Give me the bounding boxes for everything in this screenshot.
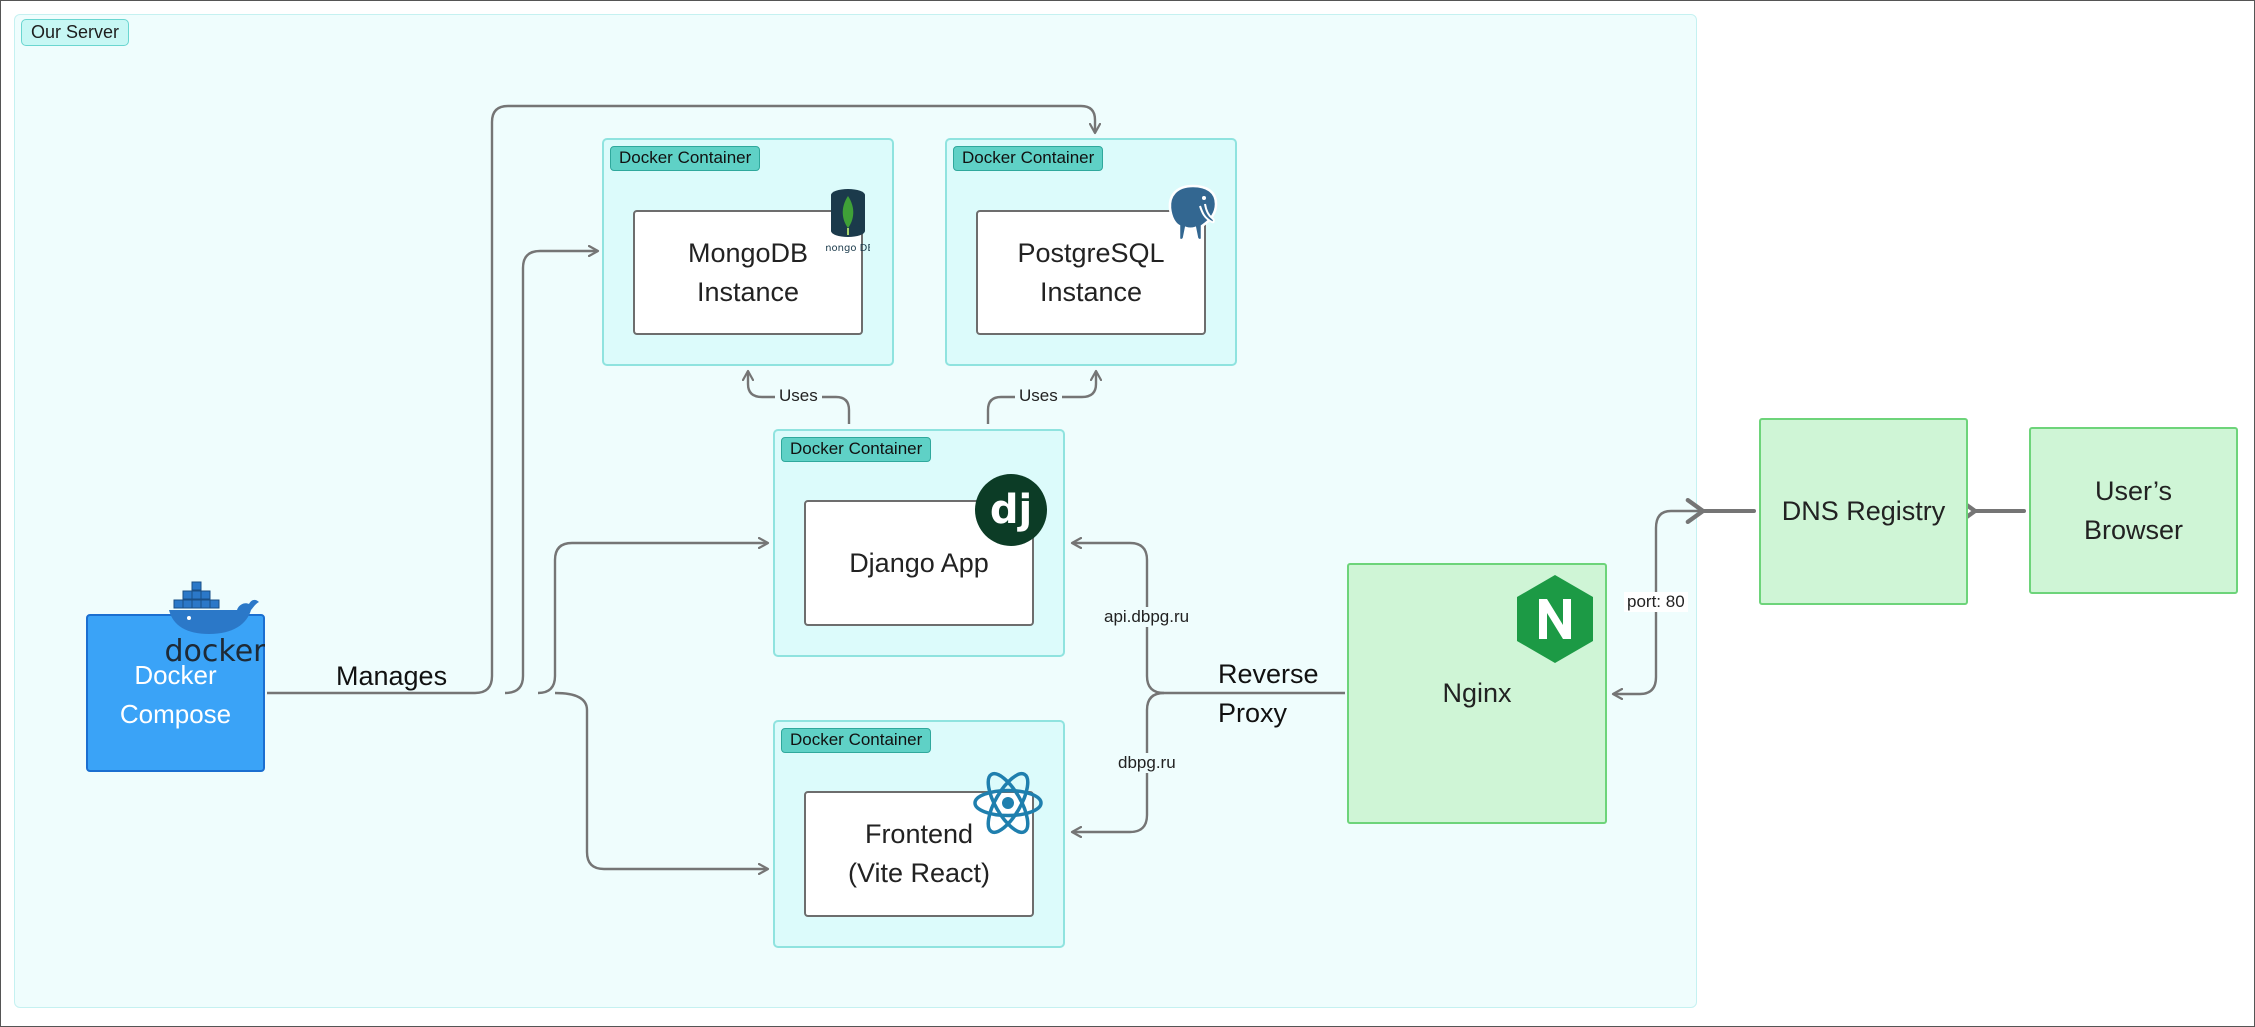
arrow-nginx-to-frontend <box>1072 691 1165 832</box>
arrow-compose-to-postgres <box>474 104 1095 695</box>
django-icon-text: dj <box>990 487 1032 533</box>
container-tag: Docker Container <box>781 437 932 462</box>
docker-wordmark: docker <box>165 634 265 664</box>
nginx-label: Nginx <box>1442 678 1512 708</box>
browser-label-line2: Browser <box>2083 514 2184 545</box>
docker-whale-icon: docker <box>165 581 265 664</box>
mongodb-label-line2: Instance <box>696 276 800 307</box>
frontend-node[interactable]: Frontend (Vite React) <box>804 791 1034 917</box>
container-tag: Docker Container <box>953 146 1104 171</box>
browser-label-line1: User’s <box>2094 475 2173 506</box>
web-domain-label: dbpg.ru <box>1114 753 1180 773</box>
docker-compose-line1: Docker <box>134 660 217 690</box>
frontend-label-line1: Frontend <box>864 819 974 849</box>
postgresql-instance-node[interactable]: PostgreSQL Instance <box>976 210 1206 335</box>
docker-compose-line2: Compose <box>119 699 232 729</box>
django-label: Django App <box>849 547 989 578</box>
mongodb-label-line1: MongoDB <box>687 237 809 268</box>
container-tag: Docker Container <box>781 728 932 753</box>
server-zone-label: Our Server <box>21 19 130 46</box>
react-atom-icon <box>973 771 1043 835</box>
postgres-label-line2: Instance <box>1039 276 1143 307</box>
container-tag: Docker Container <box>610 146 761 171</box>
frontend-label-line2: (Vite React) <box>847 858 991 888</box>
dns-registry-node[interactable]: DNS Registry <box>1759 418 1968 605</box>
port-label: port: 80 <box>1624 592 1688 612</box>
manages-label: Manages <box>336 661 448 691</box>
reverse-proxy-label-line1: Reverse <box>1218 659 1319 689</box>
arrow-compose-to-django <box>537 543 768 695</box>
django-icon: dj <box>975 474 1047 546</box>
arrow-compose-to-mongodb <box>504 251 598 695</box>
dns-label: DNS Registry <box>1781 496 1946 526</box>
mongodb-instance-node[interactable]: MongoDB Instance <box>633 210 863 335</box>
mongodb-icon-wordmark: mongo DB <box>826 243 870 254</box>
uses-label-mongodb: Uses <box>775 386 822 406</box>
reverse-proxy-label-line2: Proxy <box>1218 698 1288 728</box>
arrow-compose-to-frontend <box>554 691 768 869</box>
postgresql-elephant-icon <box>1168 184 1218 242</box>
mongodb-icon: mongo DB <box>826 189 870 254</box>
postgres-label-line1: PostgreSQL <box>1017 237 1165 268</box>
nginx-icon <box>1517 575 1593 663</box>
uses-label-postgres: Uses <box>1015 386 1062 406</box>
users-browser-node[interactable]: User’s Browser <box>2029 427 2238 594</box>
api-domain-label: api.dbpg.ru <box>1100 607 1194 627</box>
